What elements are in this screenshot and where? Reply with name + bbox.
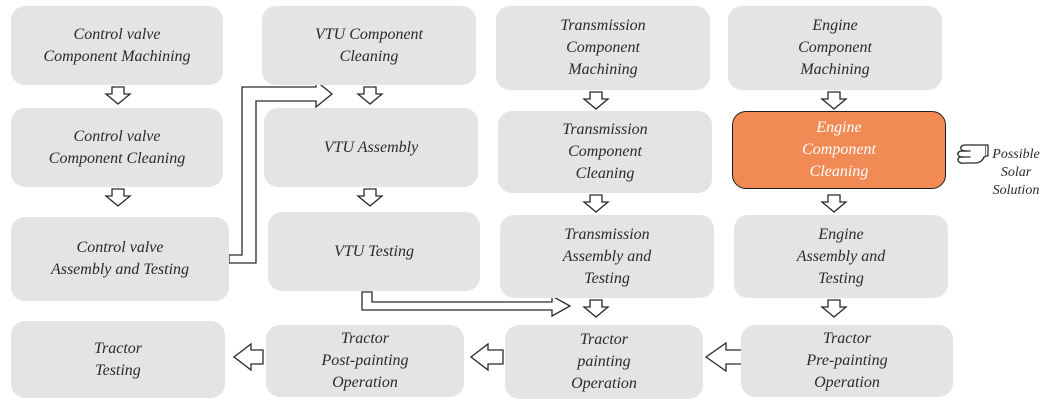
- node-label: Tractor Testing: [93, 339, 142, 379]
- node-label: VTU Testing: [334, 242, 414, 260]
- left-arrow-icon: [469, 342, 504, 372]
- pointing-hand-icon: [957, 144, 989, 164]
- down-arrow-icon: [104, 86, 132, 105]
- left-arrow-icon: [232, 342, 264, 372]
- node-label: Control valve Component Cleaning: [48, 127, 186, 167]
- node-label: Control valve Assembly and Testing: [50, 239, 190, 278]
- node-label: Engine Component Cleaning: [802, 119, 876, 180]
- node-label: Engine Component Machining: [798, 17, 872, 78]
- engine-assembly-node: Engine Assembly and Testing: [734, 215, 948, 298]
- node-label: Transmission Assembly and Testing: [562, 225, 652, 287]
- down-arrow-icon: [582, 194, 610, 213]
- elbow-arrow-icon: [228, 79, 334, 264]
- node-label: Tractor painting Operation: [571, 331, 637, 392]
- tractor-post-painting-node: Tractor Post-painting Operation: [266, 325, 464, 397]
- node-label: Tractor Post-painting Operation: [321, 330, 409, 391]
- down-arrow-icon: [820, 91, 848, 110]
- tractor-painting-node: Tractor painting Operation: [505, 325, 703, 399]
- tractor-pre-painting-node: Tractor Pre-painting Operation: [741, 325, 953, 397]
- transmission-machining-node: Transmission Component Machining: [496, 6, 710, 90]
- down-arrow-icon: [820, 194, 848, 213]
- down-arrow-icon: [582, 91, 610, 110]
- down-arrow-icon: [104, 188, 132, 207]
- tractor-testing-node: Tractor Testing: [11, 321, 225, 398]
- vtu-testing-node: VTU Testing: [268, 212, 480, 291]
- engine-cleaning-node: Engine Component Cleaning: [732, 111, 946, 189]
- down-arrow-icon: [356, 86, 384, 105]
- down-arrow-icon: [582, 299, 610, 318]
- vtu-component-cleaning-node: VTU Component Cleaning: [262, 6, 476, 85]
- node-label: VTU Assembly: [323, 138, 419, 156]
- down-arrow-icon: [356, 188, 384, 207]
- vtu-assembly-node: VTU Assembly: [264, 108, 478, 187]
- solar-solution-note: Possible Solar Solution: [992, 147, 1040, 198]
- transmission-cleaning-node: Transmission Component Cleaning: [498, 111, 712, 193]
- transmission-assembly-node: Transmission Assembly and Testing: [500, 215, 714, 298]
- control-valve-assembly-node: Control valve Assembly and Testing: [11, 217, 229, 301]
- node-label: Tractor Pre-painting Operation: [806, 330, 888, 391]
- node-label: Control valve Component Machining: [43, 25, 191, 65]
- control-valve-machining-node: Control valve Component Machining: [11, 6, 223, 85]
- down-arrow-icon: [820, 299, 848, 318]
- elbow-arrow-icon: [361, 291, 572, 318]
- engine-machining-node: Engine Component Machining: [728, 6, 942, 90]
- node-label: Engine Assembly and Testing: [796, 225, 886, 287]
- node-label: VTU Component Cleaning: [315, 25, 423, 65]
- control-valve-cleaning-node: Control valve Component Cleaning: [11, 108, 223, 187]
- node-label: Transmission Component Cleaning: [562, 121, 648, 182]
- node-label: Transmission Component Machining: [560, 17, 646, 78]
